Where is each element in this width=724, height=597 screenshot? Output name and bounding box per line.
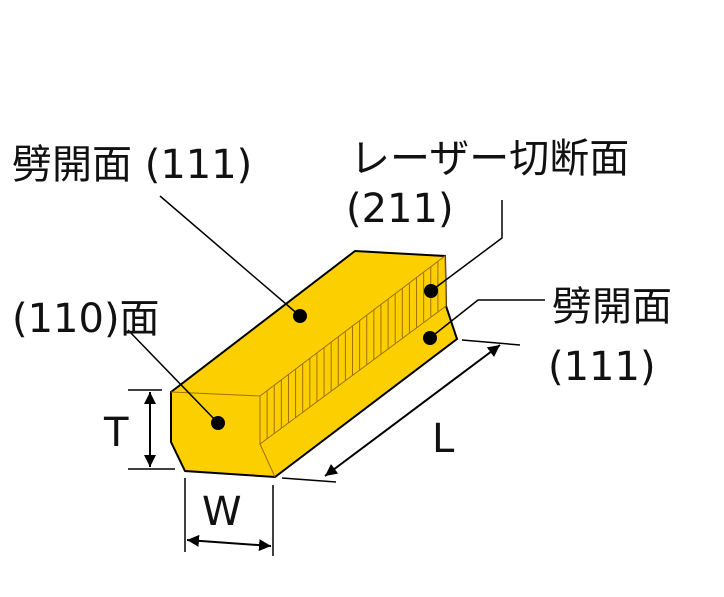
leaders	[127, 195, 545, 424]
label-laser-cut: レーザー切断面	[350, 136, 629, 182]
face-markers	[211, 284, 438, 430]
label-face-110: (110)面	[12, 296, 160, 342]
label-cleave-side-index: (111)	[548, 344, 656, 390]
dim-thickness: T	[103, 410, 129, 456]
dim-length: L	[432, 416, 455, 462]
chip-block	[170, 249, 459, 479]
label-laser-cut-index: (211)	[346, 186, 454, 232]
dim-width: W	[202, 489, 242, 535]
label-cleave-side: 劈開面	[552, 284, 672, 330]
label-cleave-top: 劈開面 (111)	[12, 142, 252, 188]
dimension-lines	[128, 339, 521, 556]
